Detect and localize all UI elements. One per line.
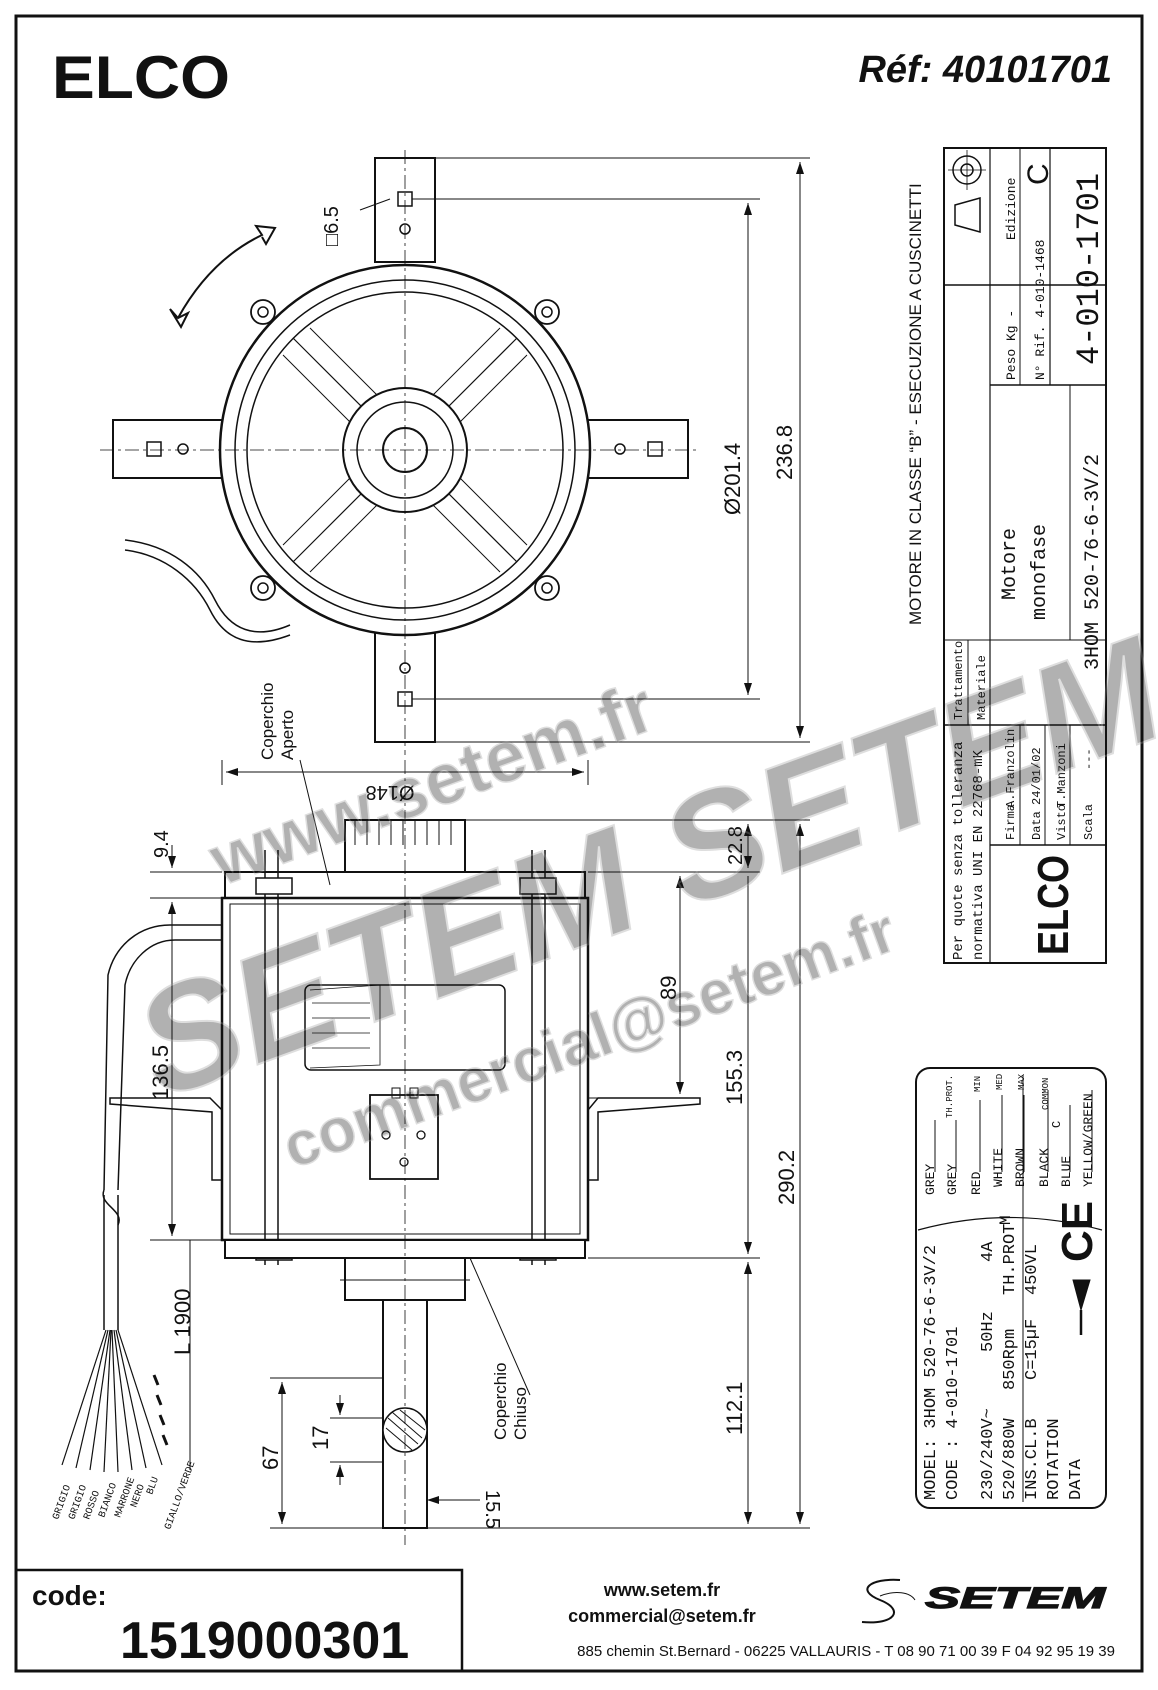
open-cover-label-2: Aperto [278,710,297,760]
dimension-lines-side [150,759,810,1529]
nameplate-wire-color-4: BROWN [1013,1148,1028,1187]
dim-89-label: 89 [656,976,681,1000]
dim-290-2-label: 290.2 [774,1150,799,1205]
edition-value: C [1022,163,1055,185]
description-line-2: monofase [1029,524,1052,620]
checked-label: Visto [1055,804,1069,840]
material-label: Materiale [975,655,989,720]
setem-logo-icon [861,1578,916,1624]
capacitor-symbol: C [1050,1121,1064,1128]
nameplate-wire-color-1: GREY [945,1164,960,1195]
scale-label: Scala [1082,804,1096,840]
ce-mark-icon: CE [1053,1201,1102,1262]
dim-height-label: 236.8 [772,425,797,480]
nameplate-wire-color-3: WHITE [991,1148,1006,1187]
dimension-lines-top [359,157,810,743]
dim-67-label: 67 [258,1446,283,1470]
nameplate-speed: 850Rpm [1001,1329,1020,1390]
nameplate-terminal-2: MED [995,1074,1005,1090]
nameplate-current: 4A [979,1241,998,1262]
title-block [943,147,1107,964]
drawing-number: 4-010-1701 [1071,173,1108,365]
dim-136-5-label: 136.5 [148,1045,173,1100]
signature-label: Firma [1004,804,1018,840]
edition-label: Edizione [1004,178,1019,240]
nameplate-rotation: ROTATION [1045,1418,1064,1500]
dim-155-3-label: 155.3 [722,1050,747,1105]
dim-cable-length-label: L 1900 [170,1289,195,1355]
construction-note: MOTORE IN CLASSE “B” - ESECUZIONE A CUSC… [906,183,925,625]
rotation-arrow-icon [169,224,277,330]
nameplate-code: CODE : 4-010-1701 [944,1327,963,1500]
reference-number: Réf: 40101701 [858,49,1112,91]
footer-website: www.setem.fr [603,1580,720,1600]
nameplate-wire-color-5: BLACK [1037,1148,1052,1187]
motor-symbol: M [997,1215,1015,1225]
dim-112-1-label: 112.1 [722,1382,747,1435]
signature-value: A.Franzolin [1004,729,1018,808]
dim-9-4-label: 9.4 [151,830,173,858]
setem-logo-text: SETEM [925,1582,1107,1615]
nameplate-terminal-0: TH.PROT. [945,1075,955,1118]
reference-label: N° Rif. 4-010-1468 [1033,240,1048,380]
lead-wires [61,1329,169,1473]
date-label: Data [1030,811,1044,840]
description-line-1: Motore [999,528,1022,600]
code-box [14,1568,464,1673]
nameplate-terminal-4: COMMON [1041,1078,1051,1110]
open-cover-label-1: Coperchio [258,683,277,761]
nameplate-wire-color-7: YELLOW/GREEN [1081,1093,1096,1187]
footer-address: 885 chemin St.Bernard - 06225 VALLAURIS … [577,1643,1115,1660]
footer-email: commercial@setem.fr [568,1606,756,1626]
wire-label-7: GIALLO/VERDE [162,1460,198,1532]
weight-label: Peso Kg - [1004,310,1019,380]
nameplate-wire-color-6: BLUE [1059,1156,1074,1187]
nameplate-model: MODEL: 3HOM 520-76-6-3V/2 [922,1245,941,1500]
sheet-border [14,14,1144,1673]
description-line-3: 3HOM 520-76-6-3V/2 [1082,454,1105,670]
wire-label-6: BLU [145,1476,161,1497]
nameplate-capacitor-voltage: 450VL [1023,1244,1042,1295]
nameplate-frequency: 50Hz [979,1311,998,1352]
nameplate-wire-color-2: RED [969,1171,984,1195]
dim-17-label: 17 [308,1426,333,1450]
nameplate-data: DATA [1067,1458,1086,1500]
dim-square-label: □6.5 [321,206,343,246]
nameplate-thermal-protection: TH.PROT [1001,1224,1020,1295]
date-value: 24/01/02 [1030,747,1044,805]
dim-width-label: Ø148 [366,781,415,803]
motor-front-view [100,150,700,755]
nameplate-insulation: INS.CL.B [1023,1418,1042,1500]
code-value: 1519000301 [120,1612,409,1670]
nameplate-wire-colors: GREY GREY RED WHITE BROWN BLACK BLUE YELLOW/GRE… [923,1093,1096,1195]
scale-value: --- [1082,748,1096,770]
code-label: code: [32,1580,107,1611]
tolerance-line-2: normativa UNI EN 22768-mK [971,749,987,960]
nameplate-capacitor: C=15µF [1023,1319,1042,1380]
title-block-elco-logo: ELCO [1029,855,1078,955]
nameplate-terminal-1: MIN [973,1076,983,1092]
nameplate-terminal-3: MAX [1017,1073,1027,1090]
nameplate-voltage: 230/240V~ [979,1408,998,1500]
nameplate-frame [915,1067,1107,1509]
setem-watermark: www.setem.fr SETEM SETEM commercial@sete… [114,602,1158,1183]
dim-diameter-label: Ø201.4 [720,443,745,515]
elco-logo: ELCO [52,44,230,111]
treatment-label: Trattamento [952,641,966,720]
checked-value: T.Manzoni [1055,743,1069,808]
motor-side-view [102,760,701,1545]
nameplate-power: 520/880W [1001,1418,1020,1500]
nameplate-terminals: TH.PROT. MIN MED MAX COMMON [945,1073,1051,1118]
dim-22-8-label: 22.8 [725,826,747,865]
nameplate-wire-color-0: GREY [923,1164,938,1195]
svg-text:ELCO: ELCO [52,44,230,111]
dim-15-5-label: 15.5 [481,1490,503,1529]
closed-cover-label-1: Coperchio [491,1363,510,1441]
tolerance-line-1: Per quote senza tolleranza [951,742,967,960]
closed-cover-label-2: Chiuso [511,1387,530,1440]
